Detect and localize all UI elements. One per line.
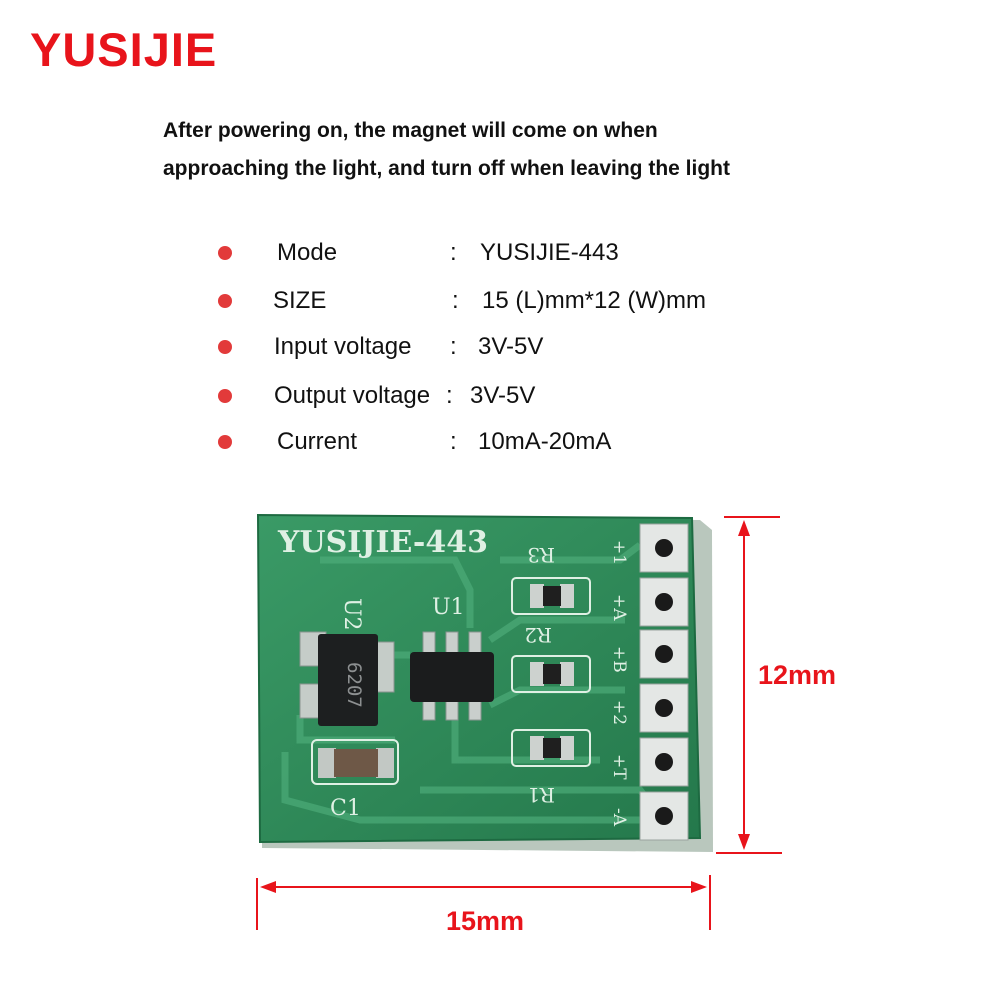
- pin-labels: +1 +A +B +2 +T -A: [609, 540, 629, 827]
- product-description: After powering on, the magnet will come …: [163, 112, 923, 188]
- label-r1: R1: [527, 783, 555, 807]
- pin-pad: [639, 737, 689, 787]
- description-line-1: After powering on, the magnet will come …: [163, 119, 658, 142]
- resistor-r3: [511, 577, 591, 615]
- chip-u2-marking: 6207: [343, 662, 365, 708]
- width-dimension: [256, 875, 711, 930]
- pin-label: +1: [609, 540, 629, 565]
- pin-pad: [639, 791, 689, 841]
- chip-u1: [410, 631, 494, 721]
- label-u2: U2: [339, 598, 364, 631]
- chip-u2: 6207: [299, 631, 395, 726]
- pin-pad: [639, 629, 689, 679]
- width-dimension-label: 15mm: [446, 906, 525, 936]
- resistor-r1: [511, 729, 591, 767]
- pin-label: +2: [609, 700, 629, 725]
- pin-pads: [639, 523, 689, 841]
- height-dimension: [716, 516, 782, 854]
- capacitor-c1: [311, 739, 399, 785]
- label-u1: U1: [432, 595, 465, 620]
- pin-pad: [639, 577, 689, 627]
- brand-logo: YUSIJIE: [30, 23, 218, 76]
- pin-label: +A: [609, 594, 629, 621]
- label-c1: C1: [330, 796, 361, 821]
- silkscreen-title: YUSIJIE-443: [277, 525, 488, 560]
- description-line-2: approaching the light, and turn off when…: [163, 157, 730, 180]
- height-dimension-label: 12mm: [758, 660, 837, 690]
- pin-pad: [639, 683, 689, 733]
- resistor-r2: [511, 655, 591, 693]
- pin-label: +T: [609, 754, 629, 780]
- label-r2: R2: [524, 623, 552, 647]
- label-r3: R3: [527, 543, 555, 567]
- pin-label: -A: [609, 808, 629, 827]
- pin-pad: [639, 523, 689, 573]
- pin-label: +B: [609, 646, 629, 673]
